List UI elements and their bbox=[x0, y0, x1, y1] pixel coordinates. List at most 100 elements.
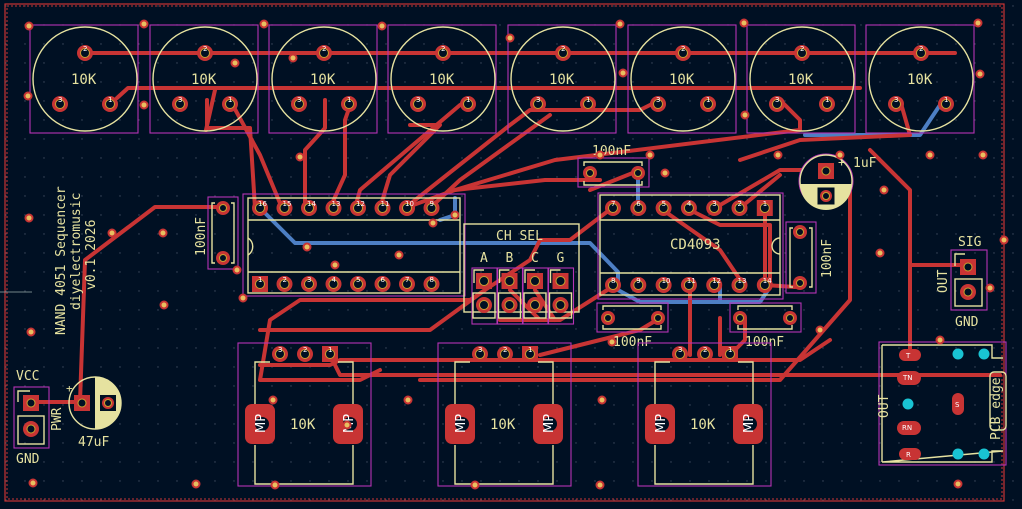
ic-4051-pin-hole bbox=[279, 203, 290, 213]
cap-1uf-hole-1 bbox=[821, 166, 831, 176]
pot-row: 21310K21310K21310K21310K21310K21310K2131… bbox=[29, 24, 975, 134]
pot-courtyard bbox=[507, 24, 617, 134]
ic-4051-pin-number: 5 bbox=[356, 276, 360, 284]
pot-pin-3-hole bbox=[653, 99, 663, 109]
jumper-courtyard bbox=[547, 267, 575, 325]
trimmer-pin-3-number: 3 bbox=[478, 346, 482, 354]
via bbox=[28, 478, 38, 488]
pot-pin-2-hole bbox=[200, 48, 210, 58]
cap-bottom-right-outline bbox=[737, 305, 793, 330]
ic-cd4093-pin-hole bbox=[633, 280, 644, 290]
ic-cd4093-pin-hole bbox=[633, 203, 644, 213]
jack-outline bbox=[881, 344, 1004, 463]
vias bbox=[23, 18, 1009, 490]
pot-pin-1-hole bbox=[344, 99, 354, 109]
jumper-pin-2-hole bbox=[555, 300, 566, 310]
pot-pin-2-hole bbox=[558, 48, 568, 58]
via bbox=[403, 395, 413, 405]
jumper-pin-1-hole bbox=[530, 276, 540, 286]
ic-4051-pin-hole bbox=[377, 279, 388, 289]
ch-sel-jumper-b[interactable] bbox=[496, 267, 524, 325]
pot-pin-2-hole bbox=[438, 48, 448, 58]
trimmer-value: 10K bbox=[490, 417, 516, 433]
pot-pin-1-number: 1 bbox=[466, 96, 470, 104]
pot-pin-2-hole bbox=[319, 48, 329, 58]
cap-electrolytic-1uf[interactable]: + 1uF bbox=[798, 153, 877, 210]
cap-electrolytic-47uf[interactable]: + 47uF bbox=[66, 376, 122, 450]
ic-4051-pin-number: 6 bbox=[381, 276, 386, 284]
board-edge-hatch bbox=[6, 5, 1003, 500]
ch-sel-jumper-g[interactable] bbox=[547, 267, 575, 325]
pot-pin-1-hole bbox=[463, 99, 473, 109]
via bbox=[740, 110, 750, 120]
ic-4051-pin-number: 2 bbox=[283, 276, 287, 284]
via bbox=[615, 19, 625, 29]
ch-sel-column-label: A bbox=[480, 251, 488, 266]
via bbox=[739, 18, 749, 28]
pot-outline bbox=[152, 26, 258, 132]
ic-cd4093-pin-hole bbox=[759, 203, 770, 213]
pot-value: 10K bbox=[71, 72, 97, 88]
cap-47uf-hole-2 bbox=[104, 399, 112, 407]
via bbox=[232, 265, 242, 275]
audio-jack[interactable]: OUT PCB edge T TN RN R S bbox=[877, 341, 1007, 466]
trimmer-row: 321MPMP10K321MPMP10K321MPMP10K bbox=[237, 342, 772, 487]
signal-header-sig-label: SIG bbox=[958, 235, 982, 250]
signal-header-hole-gnd bbox=[963, 287, 973, 297]
signal-header[interactable]: SIG GND OUT bbox=[936, 235, 988, 330]
jack-pad-r bbox=[899, 448, 921, 460]
pot-value: 10K bbox=[907, 72, 933, 88]
cap-bottom-left-outline bbox=[602, 305, 662, 330]
jumper-pin1-mark bbox=[473, 269, 484, 283]
trimmer-pin-2-hole bbox=[700, 349, 710, 359]
trimmer-mp-label: MP bbox=[654, 414, 669, 433]
ic-cd4093-pin-hole bbox=[658, 203, 669, 213]
via bbox=[645, 150, 655, 160]
cap-right[interactable]: 100nF bbox=[785, 221, 835, 294]
jack-pad-t-label: T bbox=[905, 352, 911, 360]
ic-4051-pin-hole bbox=[279, 279, 290, 289]
pot-pin-1-hole bbox=[105, 99, 115, 109]
trimmer-pin-1-number: 1 bbox=[328, 346, 332, 354]
cap-bottom-left[interactable]: 100nF bbox=[596, 302, 669, 350]
ic-cd4093-pin-number: 8 bbox=[611, 277, 615, 285]
ic-4051-pin-hole bbox=[426, 279, 437, 289]
ic-cd4093-pin-number: 14 bbox=[763, 277, 772, 285]
jack-pad-rn bbox=[897, 421, 921, 435]
ic-cd4093-pin-number: 4 bbox=[687, 200, 692, 208]
pot-pin-1-hole bbox=[822, 99, 832, 109]
via bbox=[879, 185, 889, 195]
cap-left[interactable]: 100nF bbox=[194, 196, 239, 270]
jumper-pin-1-hole bbox=[504, 276, 515, 286]
ch-sel-column-label: C bbox=[531, 251, 539, 266]
power-header[interactable]: VCC GND PWR bbox=[13, 369, 65, 467]
cap-right-courtyard bbox=[785, 221, 817, 294]
ic-cd4093-pin-number: 3 bbox=[712, 200, 716, 208]
ch-sel-jumper-c[interactable] bbox=[522, 267, 549, 325]
pot-pin-3-number: 3 bbox=[178, 96, 182, 104]
trimmer-mp-label: MP bbox=[454, 414, 469, 433]
trimmer-mp-label: MP bbox=[742, 414, 757, 433]
via bbox=[835, 150, 845, 160]
ic-4051-pin-hole bbox=[304, 279, 314, 289]
pot-value: 10K bbox=[429, 72, 455, 88]
ch-sel-jumper-a[interactable] bbox=[471, 267, 498, 325]
ic-4051-pin-number: 4 bbox=[332, 276, 337, 284]
pot-pin-3-hole bbox=[55, 99, 65, 109]
pot-pin-3-hole bbox=[294, 99, 304, 109]
jack-pad-tn bbox=[897, 371, 921, 385]
